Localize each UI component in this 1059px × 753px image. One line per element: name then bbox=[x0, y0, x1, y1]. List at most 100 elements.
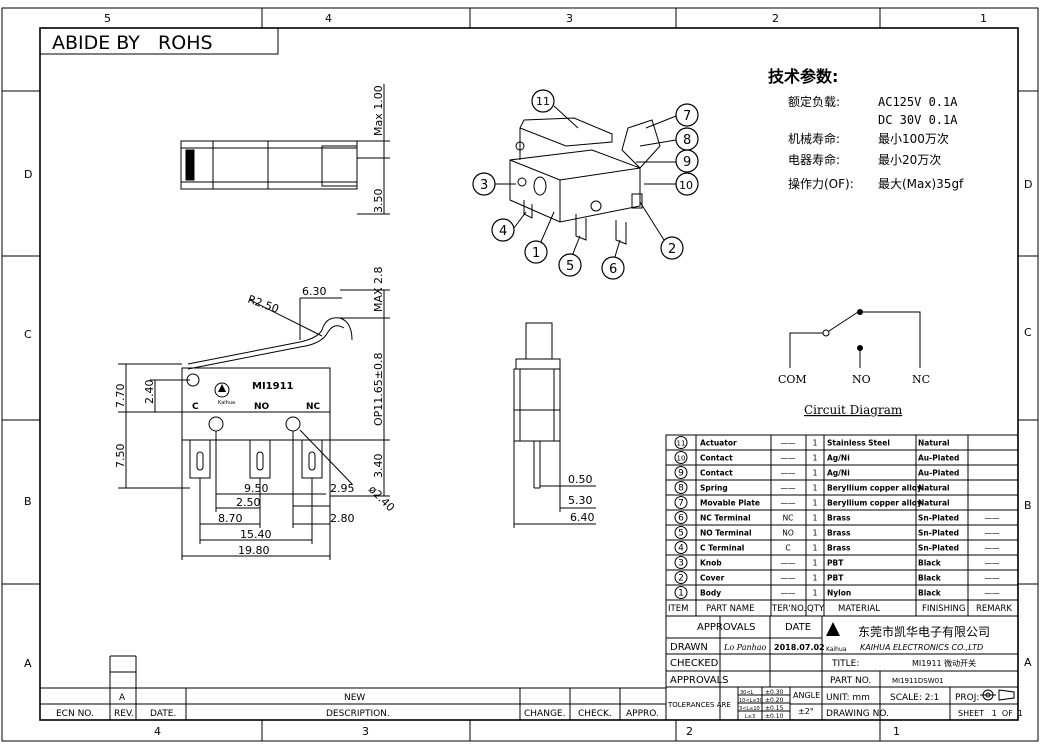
circuit-no-node bbox=[857, 345, 863, 351]
bom-item-balloon bbox=[674, 451, 688, 464]
balloon-6-label: 6 bbox=[609, 262, 617, 277]
bom-cell-material: PBT bbox=[827, 559, 844, 568]
revision-desc: NEW bbox=[344, 693, 365, 703]
dim-7-70: 7.70 bbox=[114, 384, 127, 409]
balloon-11 bbox=[531, 89, 555, 113]
bom-cell-name: Spring bbox=[700, 484, 728, 493]
zone-right-c: C bbox=[1024, 326, 1032, 339]
circuit-diagram bbox=[789, 311, 921, 368]
balloon-2-label: 2 bbox=[668, 242, 676, 257]
bom-header-1: PART NAME bbox=[706, 604, 754, 614]
drawn-by: Lo Panhao bbox=[723, 643, 767, 652]
bom-cell-name: C Terminal bbox=[700, 544, 744, 553]
tolerances-label: TOLERANCES ARE bbox=[667, 701, 731, 709]
bom-header-3: QTY. bbox=[807, 604, 825, 614]
balloon-11-label: 11 bbox=[536, 95, 550, 108]
zone-bottom-2: 3 bbox=[362, 725, 369, 738]
bom-item-number: 6 bbox=[678, 514, 684, 524]
balloon-4 bbox=[491, 218, 515, 242]
bom-cell-finish: Sn-Plated bbox=[918, 514, 959, 523]
bom-cell-name: NO Terminal bbox=[700, 529, 752, 538]
title-value: MI1911 微动开关 bbox=[912, 658, 976, 668]
kaihua-logo-text: Kaihua bbox=[826, 646, 847, 653]
bom-cell-qty: 1 bbox=[813, 574, 818, 583]
terminal-nc-label: NC bbox=[306, 402, 321, 412]
bom-item-balloon bbox=[674, 541, 688, 554]
bom-item-balloon bbox=[674, 586, 688, 599]
front-model-label: MI1911 bbox=[252, 381, 294, 392]
bom-item-number: 10 bbox=[677, 455, 686, 463]
bom-cell-ter: —— bbox=[781, 574, 797, 583]
dim-2-95: 2.95 bbox=[330, 482, 355, 495]
bom-item-balloon bbox=[674, 481, 688, 494]
drawing-no-label: DRAWING NO. bbox=[826, 709, 889, 719]
zone-right-d: D bbox=[1024, 178, 1032, 191]
tol-value-4: ±0.10 bbox=[765, 713, 784, 720]
zone-top-2: 4 bbox=[325, 12, 332, 25]
dim-2-40: 2.40 bbox=[143, 380, 156, 405]
tol-range-4: L≤3 bbox=[745, 714, 755, 720]
bom-cell-finish: Sn-Plated bbox=[918, 544, 959, 553]
bom-cell-remark: —— bbox=[985, 574, 1001, 583]
spec-value-1: AC125V 0.1A bbox=[878, 95, 958, 109]
spec-value-3: 最小100万次 bbox=[878, 132, 949, 146]
bom-item-balloon bbox=[674, 496, 688, 509]
front-view bbox=[118, 289, 390, 560]
bom-cell-name: Movable Plate bbox=[700, 499, 760, 508]
bom-cell-name: NC Terminal bbox=[700, 514, 751, 523]
bom-cell-ter: —— bbox=[781, 439, 797, 448]
bom-item-number: 1 bbox=[678, 589, 684, 599]
rev-header-appro: APPRO. bbox=[626, 709, 659, 719]
zone-bottom-4: 1 bbox=[893, 725, 900, 738]
bom-cell-finish: Au-Plated bbox=[918, 454, 959, 463]
bom-cell-ter: NO bbox=[782, 529, 794, 538]
zone-top-4: 2 bbox=[772, 12, 779, 25]
bom-cell-qty: 1 bbox=[813, 589, 818, 598]
bom-cell-qty: 1 bbox=[813, 529, 818, 538]
dim-6-30: 6.30 bbox=[302, 285, 327, 298]
proj-label: PROJ: bbox=[955, 693, 979, 703]
bom-item-balloon bbox=[674, 556, 688, 569]
dim-3-50: 3.50 bbox=[372, 189, 385, 214]
balloon-1 bbox=[524, 240, 548, 264]
bom-cell-finish: Black bbox=[918, 589, 942, 598]
rev-header-ecn: ECN NO. bbox=[56, 709, 94, 719]
tol-range-1: 30<L bbox=[740, 690, 754, 696]
bom-cell-material: Beryllium copper alloy bbox=[827, 499, 922, 508]
drawn-date: 2018.07.02 bbox=[774, 643, 825, 652]
bom-header-6: REMARK bbox=[976, 604, 1012, 614]
bom-cell-finish: Natural bbox=[918, 484, 950, 493]
bom-item-balloon bbox=[674, 511, 688, 524]
circuit-nc-label: NC bbox=[912, 373, 930, 386]
bom-header-4: MATERIAL bbox=[838, 604, 880, 614]
bom-cell-qty: 1 bbox=[813, 469, 818, 478]
dim-max-1: Max 1.00 bbox=[372, 85, 385, 136]
front-logo-text: Kaihua bbox=[218, 400, 235, 406]
spec-value-4: 最小20万次 bbox=[878, 153, 941, 167]
dim-2-50: 2.50 bbox=[236, 496, 261, 509]
bom-cell-material: Brass bbox=[827, 544, 851, 553]
terminal-c-label: C bbox=[192, 402, 199, 412]
dim-op: OP11.65±0.8 bbox=[372, 353, 385, 427]
tol-value-3: ±0.15 bbox=[765, 705, 784, 712]
dim-0-50: 0.50 bbox=[568, 473, 593, 486]
rev-header-description: DESCRIPTION. bbox=[326, 709, 390, 719]
bom-cell-ter: NC bbox=[783, 514, 794, 523]
tol-value-2: ±0.20 bbox=[765, 697, 784, 704]
isometric-view bbox=[494, 105, 677, 261]
bom-cell-ter: —— bbox=[781, 469, 797, 478]
part-no-value: MI1911DSW01 bbox=[892, 677, 944, 685]
bom-item-number: 8 bbox=[678, 484, 684, 494]
zone-right-b: B bbox=[1024, 499, 1032, 512]
company-en: KAIHUA ELECTRONICS CO.,LTD bbox=[860, 643, 983, 652]
dim-9-50: 9.50 bbox=[244, 482, 269, 495]
balloon-10-label: 10 bbox=[679, 179, 693, 192]
